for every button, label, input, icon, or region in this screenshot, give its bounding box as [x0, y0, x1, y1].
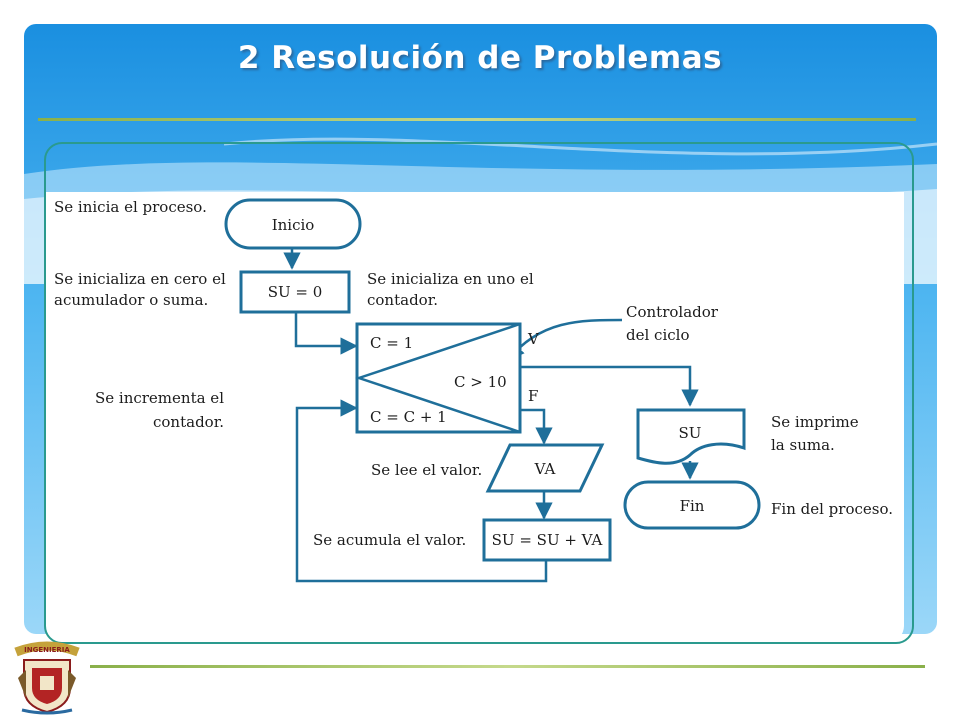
annotation-increment-2: contador.	[153, 413, 224, 431]
annotation-increment-1: Se incrementa el	[95, 389, 224, 407]
slide-title: 2 Resolución de Problemas	[237, 40, 723, 76]
title-divider	[38, 118, 916, 121]
annotation-c-init-2: contador.	[367, 291, 438, 309]
arrow-su-init-to-loop	[294, 312, 358, 355]
annotation-start: Se inicia el proceso.	[54, 198, 207, 216]
annotation-su-init-2: acumulador o suma.	[54, 291, 208, 309]
arrow-controller-pointer	[506, 318, 623, 362]
annotation-print-2: la suma.	[771, 436, 835, 454]
node-inicio	[224, 198, 362, 250]
node-su-init-label: SU = 0	[268, 283, 323, 301]
footer-divider	[90, 665, 925, 668]
annotation-read: Se lee el valor.	[371, 461, 482, 479]
node-read-va-label: VA	[534, 460, 556, 478]
ingenieria-shield-icon: INGENIERIA	[14, 641, 80, 715]
node-print-su-label: SU	[679, 424, 702, 442]
annotation-controller-2: del ciclo	[626, 326, 689, 344]
node-read-va	[485, 443, 605, 493]
annotation-su-init-1: Se inicializa en cero el	[54, 270, 226, 288]
node-fin-label: Fin	[680, 497, 705, 515]
branch-true-label: V	[527, 330, 540, 348]
node-accum	[482, 518, 612, 562]
branch-false-label: F	[528, 387, 538, 405]
node-cond-label: C > 10	[454, 373, 507, 391]
annotation-accumulate: Se acumula el valor.	[313, 531, 466, 549]
node-fin	[623, 480, 761, 530]
logo-text: INGENIERIA	[24, 646, 70, 654]
annotation-controller-1: Controlador	[626, 303, 719, 321]
node-c-init-label: C = 1	[370, 334, 413, 352]
arrow-false-to-read	[520, 408, 553, 445]
node-loop-divider	[355, 322, 521, 434]
content-frame	[44, 142, 914, 644]
arrow-true-to-print	[520, 365, 699, 407]
node-print-su	[636, 408, 746, 465]
node-accum-label: SU = SU + VA	[492, 531, 603, 549]
annotation-end: Fin del proceso.	[771, 500, 893, 518]
node-c-inc-label: C = C + 1	[370, 408, 447, 426]
annotation-c-init-1: Se inicializa en uno el	[367, 270, 534, 288]
node-loop	[355, 322, 522, 434]
node-su-init	[239, 270, 351, 314]
annotation-print-1: Se imprime	[771, 413, 859, 431]
node-inicio-label: Inicio	[272, 216, 315, 234]
arrow-loop-back	[295, 399, 548, 583]
